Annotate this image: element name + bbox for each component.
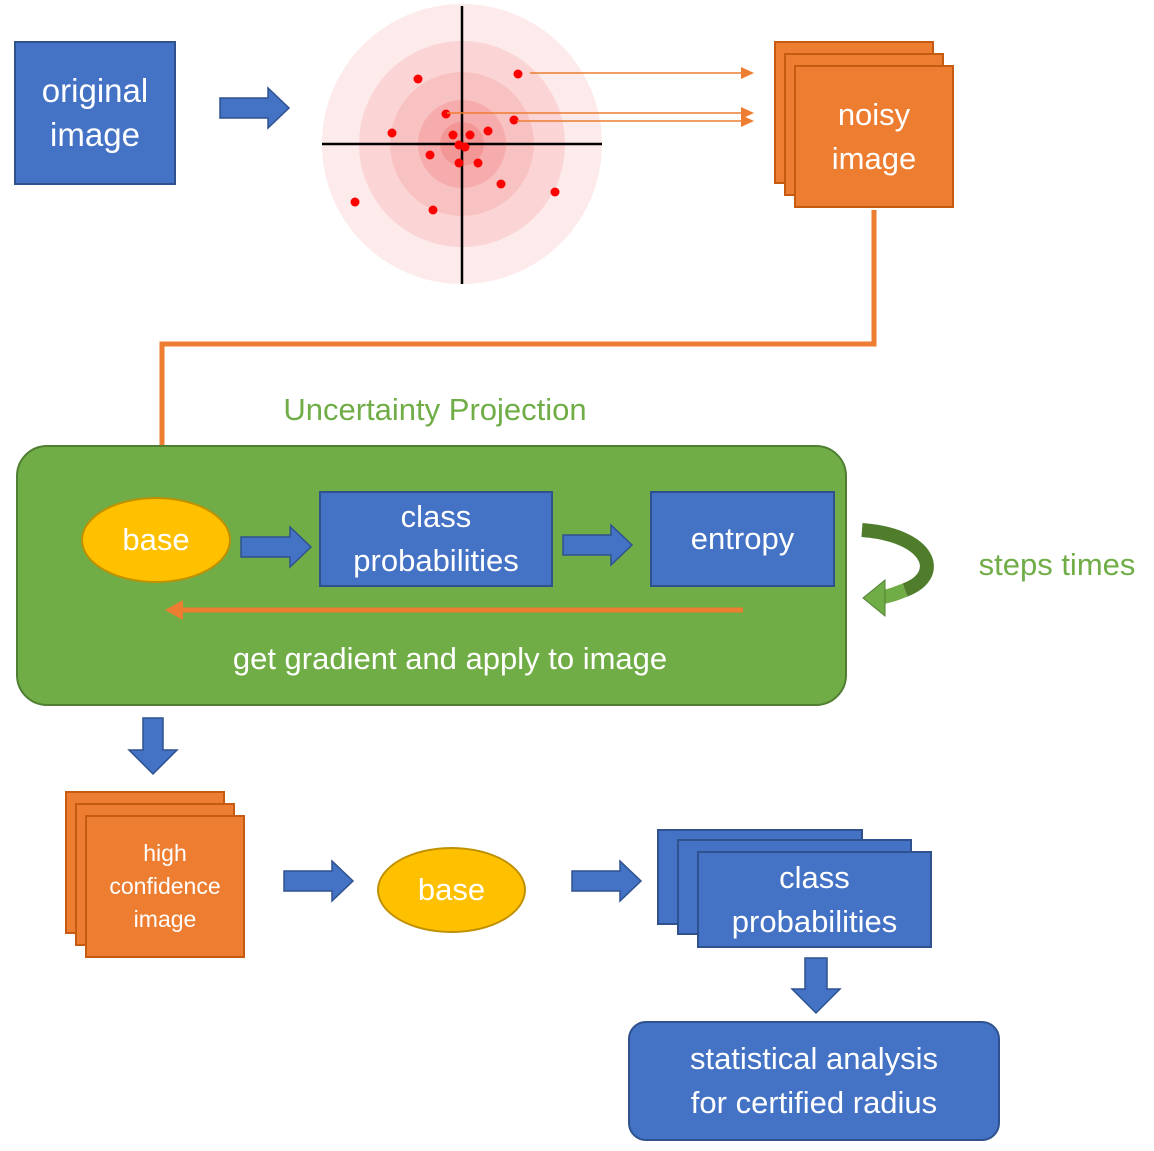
- noise-points: [350, 69, 560, 215]
- noise-point: [483, 126, 493, 136]
- base-model-top-label: base: [122, 522, 190, 557]
- arrow-panel-down: [127, 717, 179, 776]
- noise-point: [465, 130, 475, 140]
- entropy-box: entropy: [650, 491, 835, 587]
- noise-point: [496, 179, 506, 189]
- noise-point: [448, 130, 458, 140]
- gradient-back-arrow: [165, 600, 743, 620]
- noise-point: [350, 197, 360, 207]
- class-probabilities-top-label: class probabilities: [353, 499, 519, 578]
- noise-point: [513, 69, 523, 79]
- noise-distribution: [322, 4, 602, 284]
- uncertainty-projection-title: Uncertainty Projection: [283, 392, 587, 427]
- statistical-analysis-box: statistical analysis for certified radiu…: [628, 1021, 1000, 1141]
- noise-point: [550, 187, 560, 197]
- noise-point: [454, 140, 464, 150]
- high-confidence-image-label: high confidence image: [109, 840, 221, 932]
- get-gradient-label: get gradient and apply to image: [232, 641, 668, 676]
- class-probabilities-top-box: class probabilities: [319, 491, 553, 587]
- noisy-image-box: noisy image: [794, 65, 954, 208]
- noise-point: [441, 109, 451, 119]
- steps-loop-arrow: [861, 523, 934, 618]
- base-model-bottom-label: base: [417, 872, 486, 907]
- steps-times-label: steps times: [978, 547, 1136, 582]
- noise-point: [387, 128, 397, 138]
- block-arrows: [127, 86, 842, 1015]
- sample-arrows: [447, 67, 754, 127]
- noise-point: [509, 115, 519, 125]
- arrow-highconf-to-base: [283, 859, 355, 903]
- noise-point: [454, 158, 464, 168]
- original-image-box: original image: [14, 41, 176, 185]
- base-model-bottom: base: [377, 847, 526, 933]
- arrow-classprob-to-entropy: [562, 523, 634, 567]
- class-probabilities-bottom-label: class probabilities: [731, 859, 898, 939]
- base-model-top: base: [81, 497, 231, 583]
- noisy-image-label: noisy image: [831, 96, 917, 176]
- noise-point: [413, 74, 423, 84]
- original-image-label: original image: [41, 72, 149, 153]
- statistical-analysis-label: statistical analysis for certified radiu…: [689, 1041, 939, 1120]
- noise-point: [473, 158, 483, 168]
- high-confidence-image-box: high confidence image: [85, 815, 245, 958]
- arrow-base-to-classprob-bottom: [571, 859, 643, 903]
- arrow-classprob-to-stats: [790, 957, 842, 1015]
- arrow-original-to-noise: [219, 86, 291, 130]
- arrow-base-to-classprob: [240, 525, 313, 569]
- class-probabilities-bottom-box: class probabilities: [697, 851, 932, 948]
- entropy-label: entropy: [690, 521, 795, 556]
- noise-point: [428, 205, 438, 215]
- noise-point: [425, 150, 435, 160]
